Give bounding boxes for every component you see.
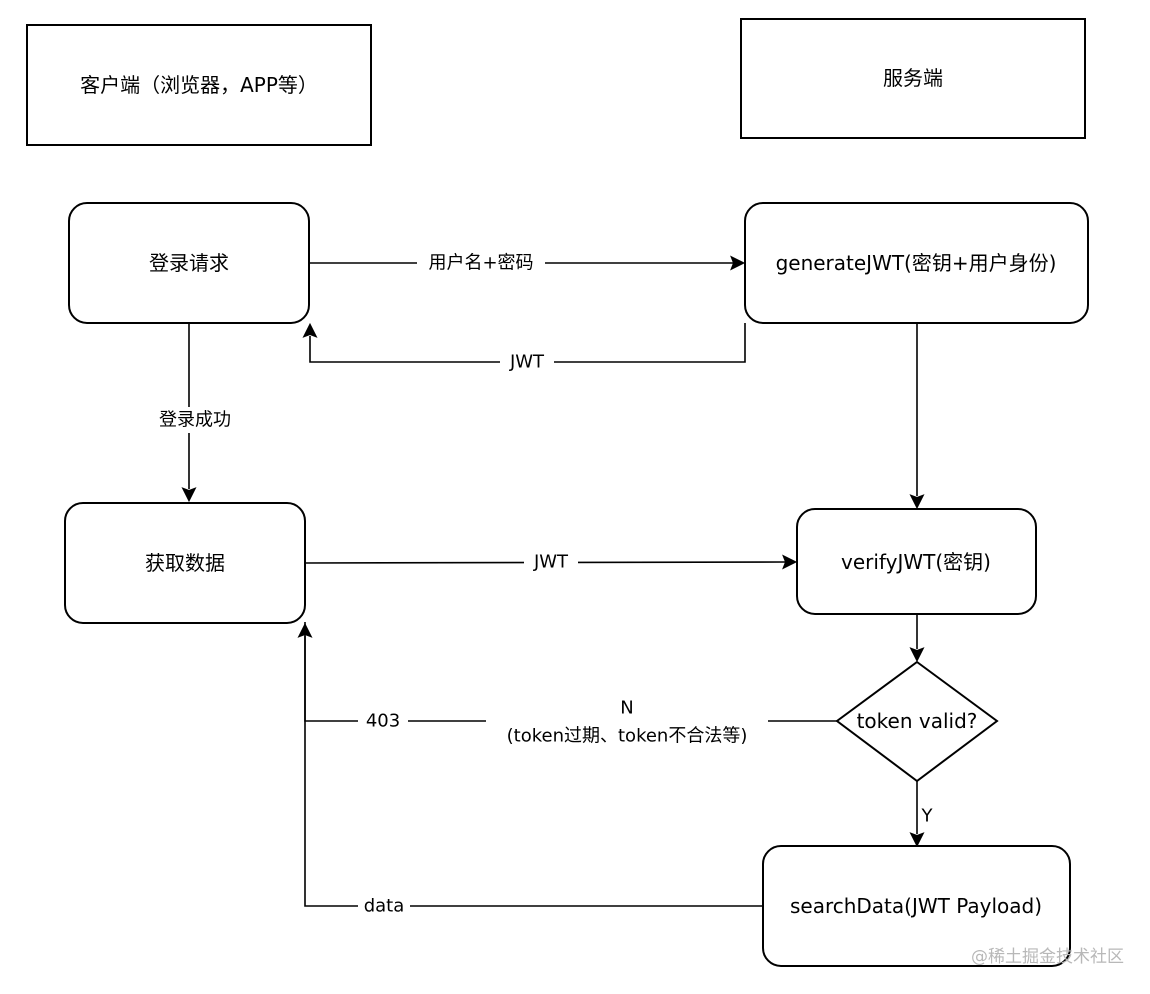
search-data-node: searchData(JWT Payload) — [762, 845, 1071, 967]
edge-login-success — [181, 323, 197, 503]
edge-verify-to-decision — [909, 615, 925, 663]
watermark-text: @稀土掘金技术社区 — [971, 947, 1124, 967]
credentials-label: 用户名+密码 — [428, 253, 533, 274]
jwt-request-label: JWT — [533, 552, 569, 573]
verify-jwt-label: verifyJWT(密钥) — [841, 550, 991, 574]
server-header-box: 服务端 — [740, 18, 1086, 139]
token-valid-label: token valid? — [857, 709, 978, 733]
token-valid-decision: token valid? — [835, 660, 999, 783]
server-header-label: 服务端 — [883, 66, 943, 90]
verify-jwt-node: verifyJWT(密钥) — [796, 508, 1037, 615]
data-return-label: data — [364, 896, 405, 917]
fetch-data-label: 获取数据 — [145, 551, 225, 575]
invalid-code-label: 403 — [366, 711, 400, 732]
valid-branch-label: Y — [921, 806, 934, 827]
client-header-label: 客户端（浏览器，APP等） — [80, 73, 318, 97]
search-data-label: searchData(JWT Payload) — [790, 894, 1042, 918]
client-header-box: 客户端（浏览器，APP等） — [26, 24, 372, 146]
edge-valid — [909, 781, 925, 848]
edge-generate-to-verify — [909, 323, 925, 510]
fetch-data-node: 获取数据 — [64, 502, 306, 624]
invalid-reason-label: (token过期、token不合法等) — [507, 726, 748, 747]
login-request-label: 登录请求 — [149, 251, 229, 275]
invalid-branch-label: N — [620, 698, 633, 719]
edge-data-return — [304, 622, 763, 907]
jwt-return-label: JWT — [509, 352, 545, 373]
login-success-label: 登录成功 — [159, 410, 231, 431]
generate-jwt-node: generateJWT(密钥+用户身份) — [744, 202, 1089, 324]
generate-jwt-label: generateJWT(密钥+用户身份) — [776, 251, 1057, 275]
login-request-node: 登录请求 — [68, 202, 310, 324]
